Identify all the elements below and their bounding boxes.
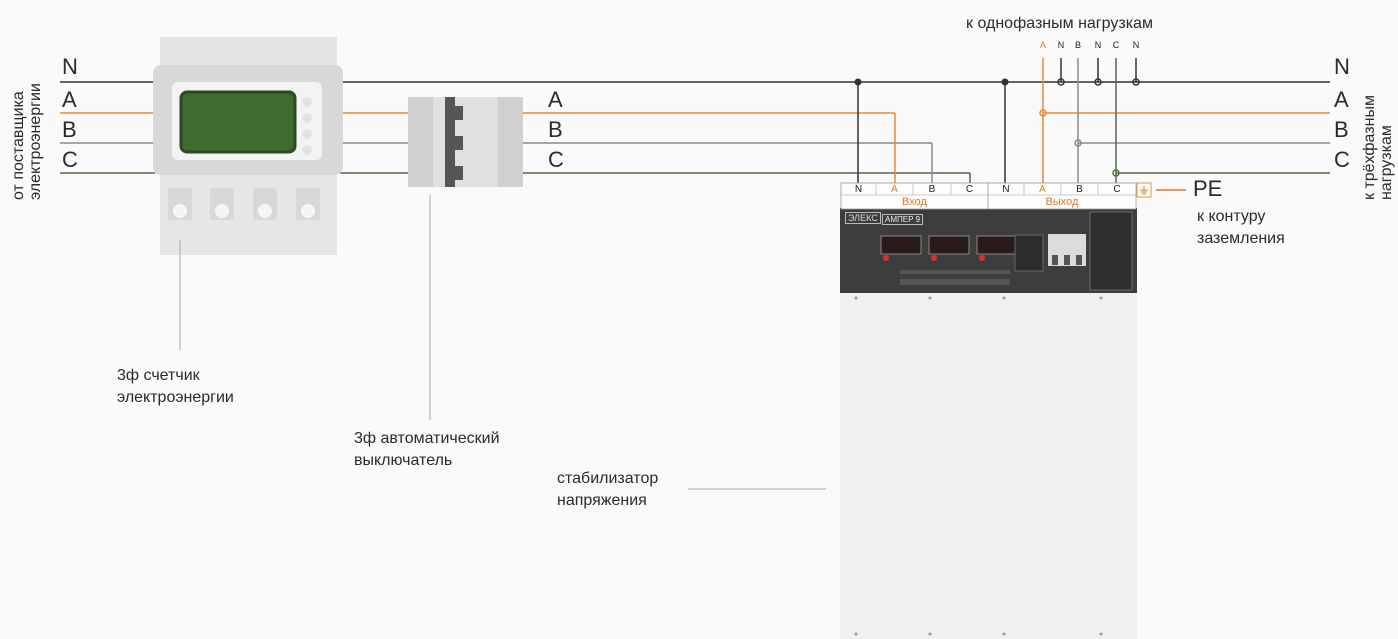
terminal-n-out: N (1002, 184, 1010, 195)
tap-n3: N (1132, 40, 1140, 50)
voltage-stabilizer (688, 182, 1186, 639)
label-c-right: C (1334, 147, 1350, 172)
label-b-left: B (62, 117, 77, 142)
label-n-left: N (62, 54, 78, 79)
terminal-b-in: B (928, 184, 936, 195)
pe-label: PE (1193, 176, 1223, 201)
input-group-label: Вход (902, 196, 927, 208)
tap-n1: N (1057, 40, 1065, 50)
panel-model: АМПЕР 9 (882, 214, 924, 225)
terminal-c-out: C (1113, 184, 1121, 195)
output-group-label: Выход (1045, 196, 1079, 208)
label-a-right: A (1334, 87, 1349, 112)
label-c-mid: C (548, 147, 564, 172)
label-n-right: N (1334, 54, 1350, 79)
junction-n-in (854, 78, 862, 86)
label-b-mid: B (548, 117, 563, 142)
tap-b: B (1074, 40, 1081, 50)
label-a-mid: A (548, 87, 563, 112)
tap-n2: N (1094, 40, 1102, 50)
single-phase-caption: к однофазным нагрузкам (966, 15, 1153, 32)
terminal-c-in: C (965, 184, 974, 195)
label-b-right: B (1334, 117, 1349, 142)
energy-meter (153, 37, 343, 350)
tap-c: C (1112, 40, 1120, 50)
panel-logo: ЭЛЕКС (845, 212, 881, 224)
label-c-left: C (62, 147, 78, 172)
terminal-a-out: A (1039, 184, 1046, 195)
terminal-b-out: B (1076, 184, 1083, 195)
terminal-a-in: A (891, 184, 898, 195)
tap-a: A (1039, 40, 1046, 50)
circuit-breaker (408, 97, 523, 420)
label-a-left: A (62, 87, 77, 112)
terminal-n-in: N (854, 184, 863, 195)
